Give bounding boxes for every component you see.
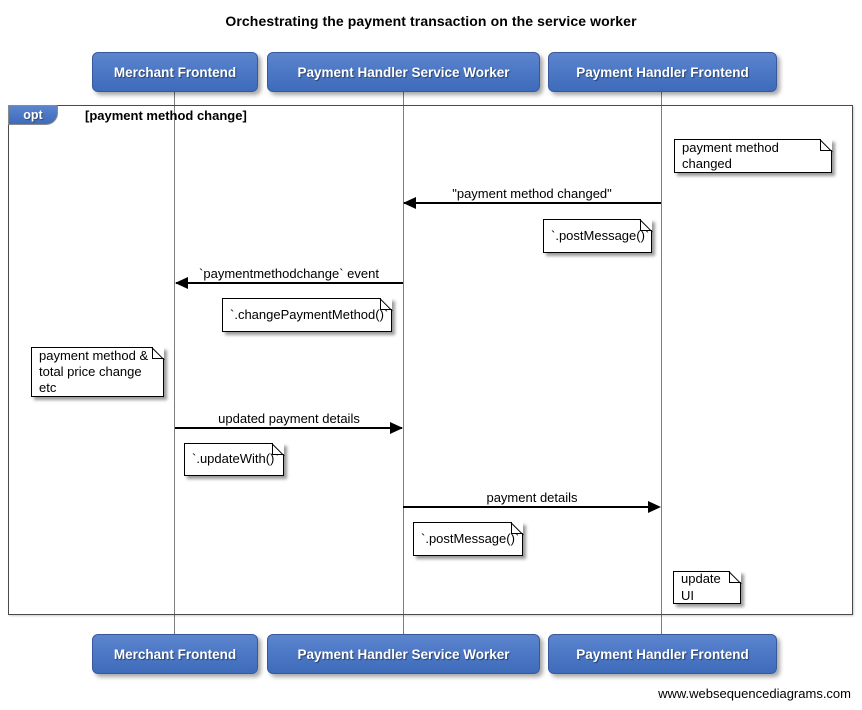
actor-label: Payment Handler Service Worker — [297, 646, 510, 662]
actor-bottom-payment-handler-frontend: Payment Handler Frontend — [548, 634, 777, 674]
note-text: `.postMessage()` — [551, 227, 650, 243]
opt-operator-label: opt — [23, 108, 43, 122]
arrowhead-right-icon — [390, 422, 403, 434]
message-line — [403, 506, 648, 508]
note-fold-icon — [152, 347, 164, 359]
note-fold-icon — [380, 298, 392, 310]
lifeline-payment-handler-service-worker — [403, 92, 404, 634]
note-postmessage-1: `.postMessage()` — [543, 219, 652, 253]
diagram-title: Orchestrating the payment transaction on… — [225, 13, 637, 29]
note-text: `.updateWith()` — [192, 451, 279, 467]
note-changepaymentmethod: `.changePaymentMethod()` — [222, 298, 392, 332]
actor-top-payment-handler-frontend: Payment Handler Frontend — [548, 52, 777, 92]
actor-bottom-payment-handler-service-worker: Payment Handler Service Worker — [267, 634, 540, 674]
note-fold-icon — [511, 522, 523, 534]
note-updatewith: `.updateWith()` — [184, 443, 284, 476]
message-label-paymentmethodchange-event: `paymentmethodchange` event — [199, 266, 379, 281]
note-text: update UI — [681, 571, 721, 603]
note-postmessage-2: `.postMessage()` — [413, 522, 523, 556]
message-label-payment-method-changed: "payment method changed" — [452, 186, 612, 201]
opt-fragment-tab: opt — [8, 105, 58, 125]
websequencediagrams-credit: www.websequencediagrams.com — [658, 686, 851, 701]
note-fold-icon — [729, 571, 741, 583]
actor-bottom-merchant-frontend: Merchant Frontend — [92, 634, 258, 674]
actor-label: Payment Handler Frontend — [576, 64, 749, 80]
message-line — [404, 202, 661, 204]
note-update-ui: update UI — [673, 571, 741, 604]
note-text: payment method changed — [682, 139, 779, 171]
lifeline-payment-handler-frontend — [661, 92, 662, 634]
actor-label: Merchant Frontend — [113, 64, 237, 80]
message-line — [175, 427, 402, 429]
message-line — [176, 282, 403, 284]
actor-label: Merchant Frontend — [113, 646, 237, 662]
message-label-updated-payment-details: updated payment details — [218, 411, 360, 426]
note-price-change: payment method & total price change etc — [31, 347, 164, 397]
opt-guard-condition: [payment method change] — [85, 108, 247, 123]
arrowhead-left-icon — [175, 277, 188, 289]
note-fold-icon — [820, 139, 832, 151]
arrowhead-left-icon — [403, 197, 416, 209]
actor-label: Payment Handler Service Worker — [297, 64, 510, 80]
lifeline-merchant-frontend — [174, 92, 175, 634]
note-text: `.postMessage()` — [421, 530, 520, 546]
actor-top-merchant-frontend: Merchant Frontend — [92, 52, 258, 92]
actor-label: Payment Handler Frontend — [576, 646, 749, 662]
message-label-payment-details: payment details — [486, 490, 578, 505]
arrowhead-right-icon — [648, 501, 661, 513]
note-payment-method-changed: payment method changed — [674, 139, 832, 173]
actor-top-payment-handler-service-worker: Payment Handler Service Worker — [267, 52, 540, 92]
note-fold-icon — [640, 219, 652, 231]
note-fold-icon — [272, 443, 284, 455]
opt-fragment-frame: opt [payment method change] — [8, 105, 853, 615]
note-text: payment method & total price change etc — [39, 347, 149, 396]
note-text: `.changePaymentMethod()` — [230, 306, 389, 322]
